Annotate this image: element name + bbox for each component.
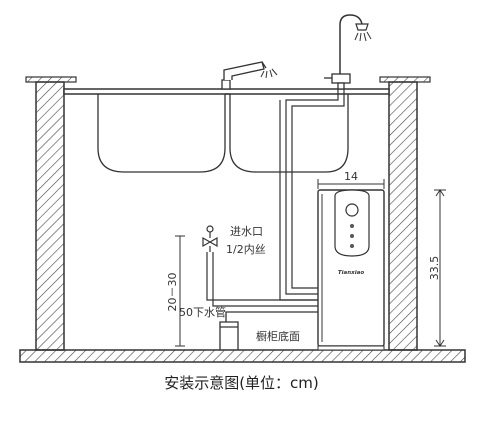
diagram-caption: 安装示意图(单位：cm) [164, 374, 319, 392]
right-wall [379, 76, 431, 351]
brand-logo: Tianxiao [338, 270, 364, 276]
spray-faucet-icon [324, 14, 372, 90]
drain-pipe-label: 50下水管 [179, 305, 226, 319]
floor [19, 349, 466, 363]
inlet-size-label: 1/2内丝 [226, 242, 266, 256]
left-wall [25, 76, 77, 351]
countertop [63, 88, 390, 95]
drain-pipe [219, 311, 318, 350]
indicator-light [350, 224, 354, 228]
height-dimension [434, 189, 446, 347]
water-purifier-unit: Tianxiao [317, 189, 385, 351]
width-dimension [317, 179, 385, 189]
inlet-height-label: 20－30 [166, 273, 179, 312]
sink-basin-right [229, 94, 349, 173]
faucet-icon [221, 61, 278, 90]
inlet-title-label: 进水口 [230, 225, 263, 238]
control-panel [334, 189, 370, 257]
indicator-light [350, 244, 354, 248]
width-label: 14 [344, 170, 358, 183]
inlet-pipe [206, 252, 318, 307]
sink-basin-left [97, 94, 226, 173]
display-icon [345, 203, 359, 217]
inlet-height-dimension [175, 235, 185, 347]
height-label: 33.5 [428, 256, 441, 281]
valve-icon [202, 225, 218, 252]
cabinet-floor-label: 橱柜底面 [256, 329, 300, 343]
indicator-light [350, 234, 354, 238]
